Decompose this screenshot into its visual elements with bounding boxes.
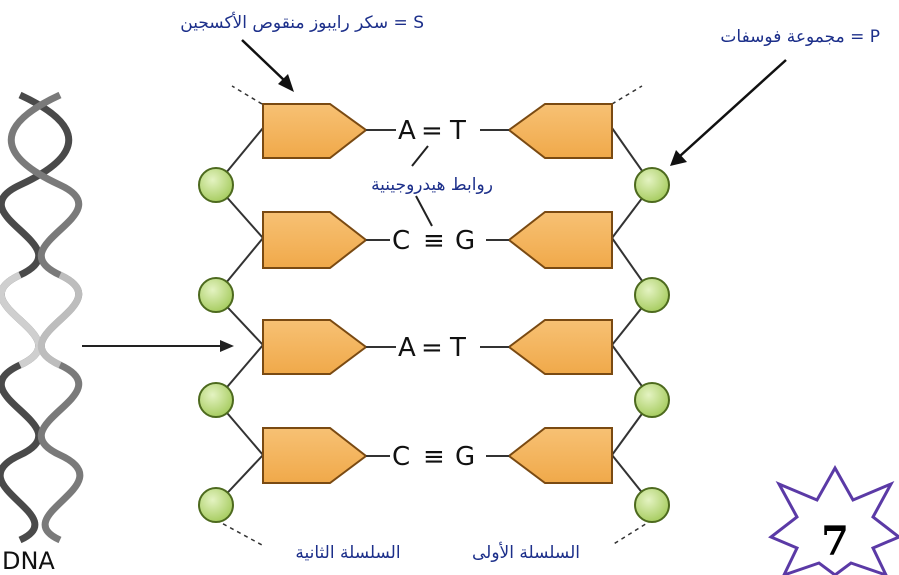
- phosphate-shape: [198, 277, 234, 313]
- sugar-shape: [262, 103, 368, 159]
- left-sugars: [262, 103, 368, 484]
- base-right: G: [455, 226, 475, 256]
- bond-symbol: =: [421, 333, 443, 363]
- sugar-shape: [262, 211, 368, 269]
- sugar-shape: [507, 211, 613, 269]
- hydrogen-bond-pointers: [411, 145, 433, 227]
- phosphate-arrow: [670, 59, 787, 166]
- base-left: C: [392, 442, 410, 472]
- sugar-arrow: [241, 39, 294, 92]
- sugar-shape: [262, 319, 368, 375]
- bond-symbol: ≡: [423, 226, 445, 256]
- base-right: T: [449, 333, 466, 363]
- sugar-shape: [262, 427, 368, 484]
- dna-label: DNA: [2, 547, 55, 575]
- phosphate-shape: [634, 277, 670, 313]
- sugar-label: سكر رايبوز منقوص الأكسجين = S: [180, 12, 424, 33]
- page-number-star-badge: 7: [768, 464, 899, 575]
- first-strand-label: السلسلة الأولى: [472, 542, 580, 563]
- right-phosphates: [634, 167, 670, 523]
- page-number: 7: [821, 518, 849, 565]
- helix-pointer-arrow: [82, 340, 234, 352]
- dna-helix-icon: [0, 91, 84, 544]
- bond-symbol: =: [421, 116, 443, 146]
- strand-continuation-dashes: [215, 85, 653, 546]
- phosphate-shape: [634, 167, 670, 203]
- base-left: A: [398, 333, 416, 363]
- phosphate-shape: [634, 487, 670, 523]
- phosphate-shape: [198, 487, 234, 523]
- sugar-shape: [507, 319, 613, 375]
- sugar-shape: [507, 427, 613, 484]
- base-left: C: [392, 226, 410, 256]
- sugar-shape: [507, 103, 613, 159]
- star-icon: [768, 464, 899, 575]
- phosphate-shape: [634, 382, 670, 418]
- base-connectors: [366, 129, 509, 457]
- phosphate-label: مجموعة فوسفات = P: [720, 27, 880, 47]
- second-strand-label: السلسلة الثانية: [295, 543, 400, 563]
- base-right: T: [449, 116, 466, 146]
- phosphate-shape: [198, 382, 234, 418]
- left-phosphates: [198, 167, 234, 523]
- base-left: A: [398, 116, 416, 146]
- right-sugars: [507, 103, 613, 484]
- base-right: G: [455, 442, 475, 472]
- hydrogen-bonds-label: روابط هيدروجينية: [371, 175, 493, 195]
- phosphate-shape: [198, 167, 234, 203]
- bond-symbol: ≡: [423, 442, 445, 472]
- base-pairs: A = T C ≡ G A = T C ≡ G: [392, 116, 475, 472]
